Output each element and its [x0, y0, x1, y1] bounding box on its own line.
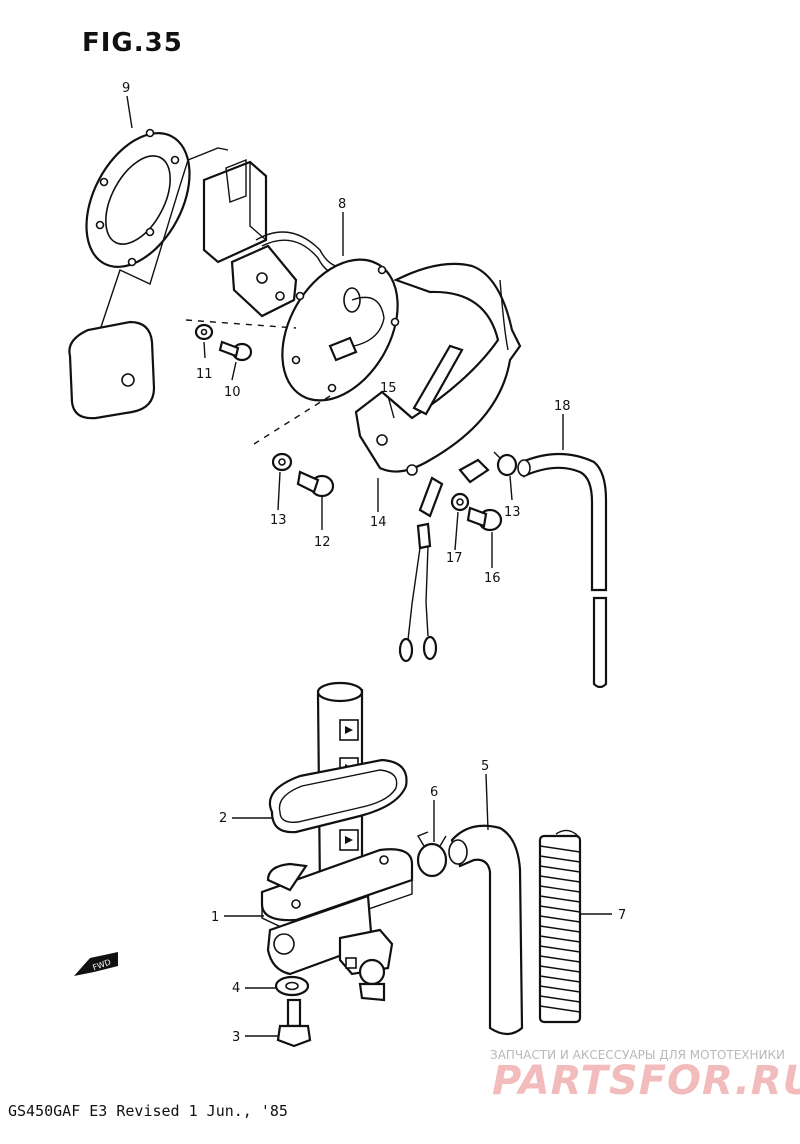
watermark-logo: PARTSFOR.RU — [492, 1058, 800, 1104]
label-part-11: 11 — [196, 367, 213, 382]
washer-part-11 — [194, 323, 214, 341]
wire-lead-connectors — [398, 522, 438, 663]
cover-part-14-15 — [354, 262, 522, 518]
label-part-1: 1 — [211, 910, 219, 925]
hose-part-5 — [448, 824, 524, 1036]
label-part-17: 17 — [446, 551, 463, 566]
label-part-15: 15 — [380, 381, 397, 396]
label-part-6: 6 — [430, 785, 438, 800]
label-part-7: 7 — [618, 908, 626, 923]
label-part-3: 3 — [232, 1030, 240, 1045]
figure-footer: GS450GAF E3 Revised 1 Jun., '85 — [8, 1102, 288, 1120]
label-part-18: 18 — [554, 399, 571, 414]
gasket-part-9 — [85, 128, 191, 268]
label-part-10: 10 — [224, 385, 241, 400]
clip-part-6 — [416, 831, 448, 878]
washer-part-13-left — [271, 452, 293, 472]
forward-direction-arrow: FWD — [74, 952, 118, 976]
fuel-cock-part-1 — [260, 681, 414, 1002]
spring-part-7 — [538, 829, 582, 1024]
watermark-caption: ЗАПЧАСТИ И АКСЕССУАРЫ ДЛЯ МОТОТЕХНИКИ — [490, 1048, 786, 1062]
label-part-2: 2 — [219, 811, 227, 826]
hose-part-18 — [517, 452, 608, 689]
label-part-13-left: 13 — [270, 513, 287, 528]
label-part-8: 8 — [338, 197, 346, 212]
o-ring-part-2 — [268, 758, 408, 834]
screw-part-12 — [296, 470, 335, 498]
washer-part-4 — [274, 975, 310, 997]
label-part-5: 5 — [481, 759, 489, 774]
label-part-9: 9 — [122, 81, 130, 96]
bolt-part-3 — [276, 998, 312, 1048]
label-part-16: 16 — [484, 571, 501, 586]
label-part-12: 12 — [314, 535, 331, 550]
part-labels: 9 8 11 10 15 18 13 12 14 13 17 16 5 6 2 … — [122, 81, 626, 1045]
clip-part-13-right — [493, 451, 518, 477]
label-part-13-right: 13 — [504, 505, 521, 520]
washer-part-17 — [450, 492, 470, 512]
label-part-4: 4 — [232, 981, 240, 996]
screw-part-16 — [466, 506, 503, 532]
fuel-gauge-part-8 — [68, 147, 400, 445]
figure-title: FIG.35 — [82, 28, 183, 58]
screw-part-10 — [218, 340, 253, 362]
leader-lines — [126, 95, 612, 1037]
label-part-14: 14 — [370, 515, 387, 530]
